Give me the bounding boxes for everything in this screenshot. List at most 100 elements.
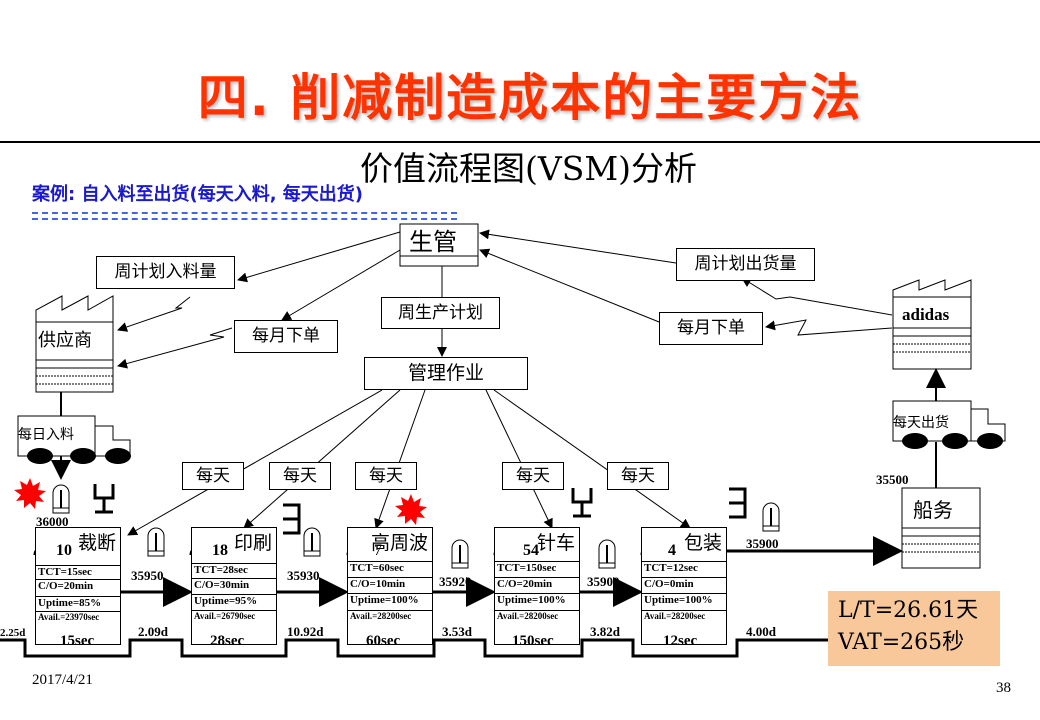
customer-name: adidas <box>902 305 950 324</box>
info-line <box>479 248 685 333</box>
info-line <box>237 231 401 283</box>
production-control-box <box>399 223 479 267</box>
supplier-factory-icon <box>35 295 114 393</box>
process-uptime: Uptime=95% <box>192 594 276 607</box>
process-co: C/O=30min <box>192 578 276 591</box>
process-name: 印刷 <box>233 532 272 554</box>
inventory-icon <box>147 527 165 557</box>
operator-count: 54 <box>523 542 539 559</box>
lead-time: 2.09d <box>138 624 168 639</box>
process-tct: TCT=150sec <box>495 561 579 574</box>
lead-time: 2.25d <box>0 627 26 639</box>
management-box: 管理作业 <box>364 357 528 390</box>
cycle-time: 28sec <box>210 633 245 649</box>
process-name: 高周波 <box>370 532 428 554</box>
inventory-icon <box>762 502 780 532</box>
process-tct: TCT=60sec <box>348 561 432 574</box>
timeline <box>0 638 828 658</box>
lead-time: 4.00d <box>746 624 776 639</box>
supermarket-icon <box>283 503 301 535</box>
lead-time-summary: L/T=26.61天 VAT=265秒 <box>828 591 1000 666</box>
inventory-count: 35900 <box>746 536 779 551</box>
value-added-time: VAT=265秒 <box>838 630 965 655</box>
daily-box: 每天 <box>607 462 669 490</box>
production-control-label: 生管 <box>409 228 457 256</box>
weekly-outbound-box: 周计划出货量 <box>676 248 815 281</box>
shipping-name: 船务 <box>913 498 953 522</box>
inventory-icon <box>52 484 70 514</box>
inventory-icon <box>598 539 616 569</box>
daily-box: 每天 <box>182 462 244 490</box>
weekly-plan-box: 周生产计划 <box>381 297 500 329</box>
lead-time: 10.92d <box>287 624 324 639</box>
process-name: 裁断 <box>77 532 116 554</box>
page-number: 38 <box>996 680 1011 696</box>
withdrawal-icon <box>93 484 115 514</box>
inventory-count: 35900 <box>587 574 620 589</box>
process-uptime: Uptime=100% <box>495 593 579 606</box>
process-co: C/O=10min <box>348 577 432 590</box>
supermarket-icon <box>729 487 747 519</box>
cycle-time: 12sec <box>663 633 698 649</box>
schedule-line <box>493 389 691 529</box>
process-name: 针车 <box>536 532 575 554</box>
monthly-order-right-box: 每月下单 <box>659 312 763 345</box>
cycle-time: 15sec <box>60 633 95 649</box>
shipping-box <box>901 487 981 569</box>
process-uptime: Uptime=85% <box>36 596 120 609</box>
daily-box: 每天 <box>269 462 331 490</box>
schedule-line <box>485 389 553 529</box>
electronic-flow <box>117 296 191 332</box>
process-co: C/O=20min <box>36 579 120 592</box>
kaizen-burst-icon <box>14 478 46 509</box>
supplier-name: 供应商 <box>38 330 92 351</box>
process-uptime: Uptime=100% <box>348 593 432 606</box>
inventory-count: 35950 <box>131 568 164 583</box>
inventory-icon <box>303 527 321 557</box>
weekly-inbound-box: 周计划入料量 <box>96 256 235 289</box>
electronic-flow <box>741 277 893 316</box>
process-avail: Avail.=28200sec <box>495 610 579 621</box>
electronic-flow <box>765 319 893 336</box>
schedule-line <box>243 389 401 529</box>
info-line <box>479 229 677 264</box>
process-box: 针车 54 TCT=150sec C/O=20min Uptime=100% A… <box>494 527 580 645</box>
operator-count: 18 <box>212 542 228 559</box>
schedule-line <box>374 389 426 529</box>
process-avail: Avail.=28200sec <box>348 610 432 621</box>
process-box: 裁断 10 TCT=15sec C/O=20min Uptime=85% Ava… <box>35 527 121 645</box>
process-box: 印刷 18 TCT=28sec C/O=30min Uptime=95% Ava… <box>191 527 277 645</box>
process-co: C/O=0min <box>642 577 726 590</box>
inbound-truck-label: 每日入料 <box>18 427 74 443</box>
process-tct: TCT=15sec <box>36 565 120 578</box>
daily-box: 每天 <box>502 462 564 490</box>
process-avail: Avail.=26790sec <box>192 610 276 621</box>
initial-inventory: 36000 <box>36 514 69 529</box>
process-box: 高周波 7 TCT=60sec C/O=10min Uptime=100% Av… <box>347 527 433 645</box>
slide-title: 四. 削减制造成本的主要方法 <box>197 69 863 127</box>
operator-count: 4 <box>668 542 676 559</box>
process-box: 包装 4 TCT=12sec C/O=0min Uptime=100% Avai… <box>641 527 727 645</box>
case-underline <box>32 212 457 220</box>
outbound-truck-icon <box>892 400 1006 449</box>
operator-count: 7 <box>374 542 382 559</box>
withdrawal-icon <box>571 488 593 518</box>
inbound-truck-icon <box>17 415 131 464</box>
process-uptime: Uptime=100% <box>642 593 726 606</box>
title-divider <box>0 141 1040 143</box>
operator-count: 10 <box>56 542 72 559</box>
electronic-flow <box>117 327 233 369</box>
lead-time-total: L/T=26.61天 <box>838 598 979 623</box>
process-name: 包装 <box>683 532 722 554</box>
cycle-time: 150sec <box>512 633 554 649</box>
daily-box: 每天 <box>355 462 417 490</box>
schedule-line <box>127 389 383 536</box>
vsm-subtitle: 价值流程图(VSM)分析 <box>360 149 697 188</box>
inventory-count: 35920 <box>439 574 472 589</box>
process-tct: TCT=12sec <box>642 561 726 574</box>
lead-time: 3.53d <box>442 624 472 639</box>
inventory-count: 35930 <box>287 568 320 583</box>
monthly-order-left-box: 每月下单 <box>234 320 338 353</box>
cycle-time: 60sec <box>366 633 401 649</box>
slide-date: 2017/4/21 <box>32 672 93 688</box>
